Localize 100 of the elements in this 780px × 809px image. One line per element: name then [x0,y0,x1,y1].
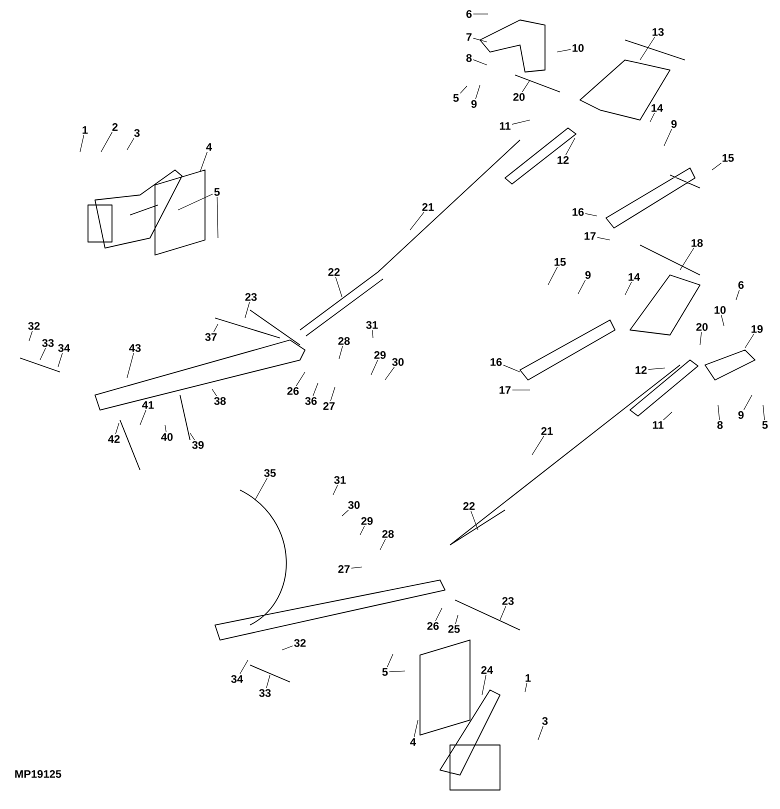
callout-number: 6 [738,281,744,289]
callout-number: 29 [374,351,386,359]
leader-line [200,152,208,172]
leader-line [380,538,386,550]
callout-number: 31 [334,476,346,484]
leader-line [296,372,306,386]
leader-line [522,80,530,92]
leader-line [664,128,672,146]
leader-line [282,646,293,650]
leader-line [178,194,214,210]
callout-number: 8 [717,421,723,429]
callout-number: 9 [671,120,677,128]
callout-number: 15 [722,154,734,162]
leader-line [470,510,478,530]
leader-line [712,162,722,170]
callout-number: 16 [490,358,502,366]
leader-line [762,404,765,420]
callout-number: 12 [558,156,569,164]
callout-number: 34 [58,344,70,352]
callout-number: 35 [264,469,276,477]
leader-line [640,36,656,60]
callout-number: 3 [542,717,548,725]
leader-line [503,364,520,372]
callout-number: 6 [466,10,472,18]
leader-line [126,138,134,150]
callout-number: 42 [108,435,120,443]
callout-number: 5 [453,94,459,102]
callout-number: 28 [382,530,394,538]
callout-number: 29 [361,517,373,525]
callout-number: 30 [392,358,404,366]
callout-number: 20 [513,93,525,101]
leader-line [736,290,740,300]
leader-line [312,382,318,396]
callout-number: 23 [245,293,257,301]
leader-line [244,302,250,318]
leader-line [164,424,166,432]
callout-number: 27 [323,402,335,410]
callout-number: 4 [206,143,212,151]
callout-number: 36 [305,397,317,405]
leader-line [548,266,558,286]
leader-line [115,422,120,434]
callout-number: 5 [214,188,220,196]
leader-line [680,248,694,270]
leader-line [80,134,84,152]
leader-line [386,654,394,668]
callout-number: 27 [338,565,350,573]
callout-number: 34 [231,675,244,683]
leader-line [100,132,112,152]
leader-line [216,196,218,238]
leader-line [342,510,349,516]
callout-number: 5 [762,421,768,429]
callout-number: 30 [348,501,360,509]
callout-number: 15 [554,258,566,266]
callout-number: 33 [259,689,271,697]
callout-number: 28 [338,337,350,345]
leader-line [213,324,218,332]
callout-number: 4 [410,738,416,746]
callout-number: 24 [481,666,494,674]
leader-line [585,213,598,216]
leader-line [565,138,576,156]
leader-line [212,388,217,396]
leader-line [384,366,395,380]
leader-line [40,348,46,360]
drawing-number: MP19125 [15,770,62,778]
callout-number: 41 [142,401,154,409]
callout-number: 38 [214,397,226,405]
callout-number: 10 [572,44,584,52]
callout-number: 21 [541,427,553,435]
leader-line [240,660,248,674]
leader-line [372,330,374,338]
leader-line [578,280,586,294]
callout-number: 9 [738,411,744,419]
leader-line [126,352,134,378]
leader-line [435,608,442,622]
leader-line [556,49,571,52]
leader-line [410,212,424,230]
callout-number: 21 [422,203,434,211]
callout-number: 10 [714,306,726,314]
leader-line [58,352,63,368]
leader-line [700,332,702,346]
leader-line [140,410,146,426]
callout-number: 23 [502,597,514,605]
callout-number: 8 [466,54,472,62]
leader-line [266,674,270,688]
leader-line [624,282,632,296]
callout-number: 33 [42,339,54,347]
callout-number: 25 [448,625,460,633]
leader-line [388,670,406,672]
callout-number: 40 [161,433,173,441]
callout-number: 9 [471,100,477,108]
leader-line [335,276,342,298]
callout-number: 9 [585,271,591,279]
leader-line [360,526,365,536]
callout-number: 16 [572,208,584,216]
leader-line [472,59,488,66]
leader-line [597,237,610,240]
leader-line [414,720,418,738]
leader-line [512,120,530,125]
callout-number: 31 [366,321,378,329]
callout-number: 22 [328,268,340,276]
